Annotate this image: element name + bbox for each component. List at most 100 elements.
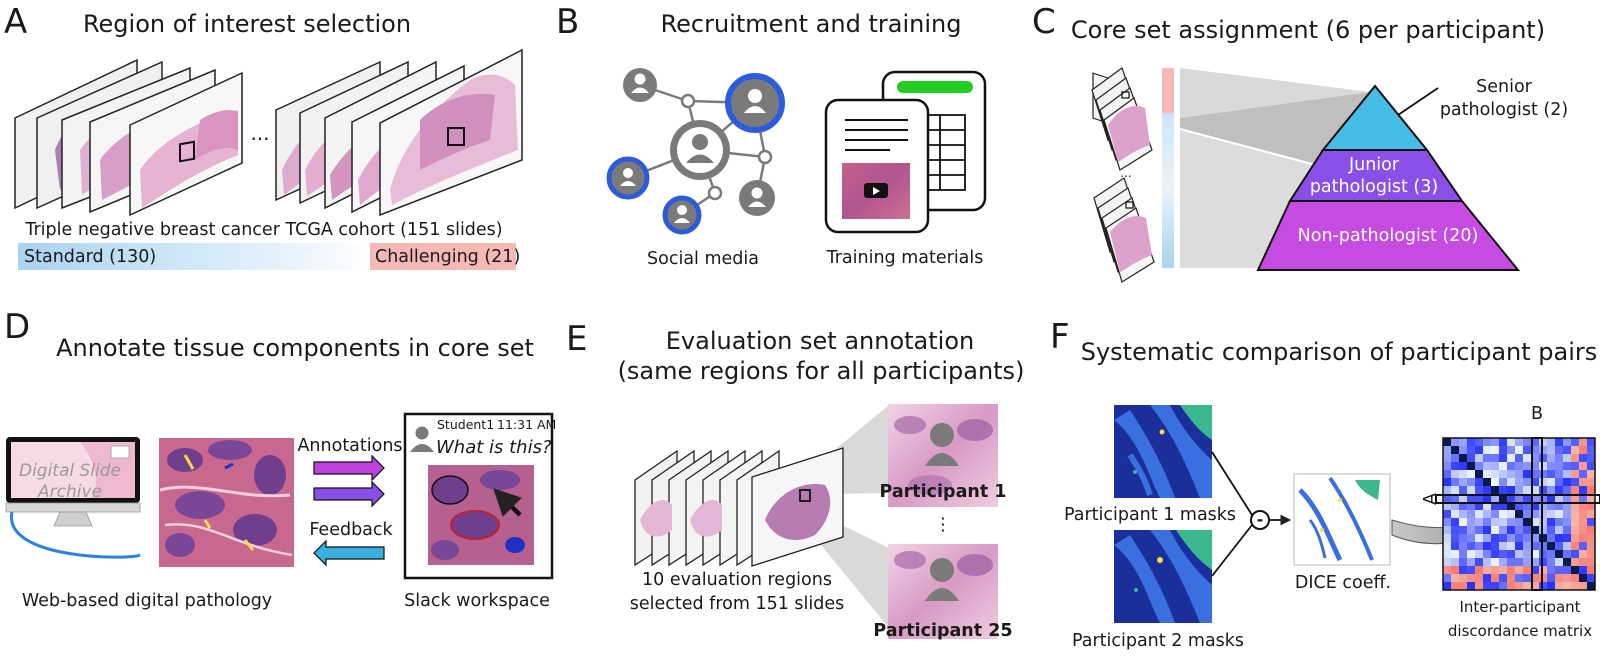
matrix-cell	[1555, 478, 1564, 487]
matrix-cell	[1571, 478, 1580, 487]
matrix-cell	[1499, 534, 1508, 543]
panel-b: B Recruitment and training	[556, 2, 987, 269]
matrix-cell	[1587, 574, 1596, 583]
matrix-cell	[1515, 462, 1524, 471]
matrix-row-a-highlight	[1435, 494, 1600, 504]
matrix-cell	[1499, 550, 1508, 559]
matrix-cell	[1467, 470, 1476, 479]
matrix-cell	[1507, 542, 1516, 551]
matrix-cell	[1491, 438, 1500, 447]
matrix-cell	[1563, 566, 1572, 575]
matrix-cell	[1507, 502, 1516, 511]
matrix-cell	[1539, 478, 1548, 487]
matrix-cell	[1531, 510, 1540, 519]
matrix-cell	[1571, 582, 1580, 591]
matrix-cell	[1507, 470, 1516, 479]
matrix-cell	[1587, 470, 1596, 479]
matrix-cell	[1531, 574, 1540, 583]
matrix-cell	[1555, 510, 1564, 519]
panel-c-letter: C	[1032, 2, 1056, 42]
matrix-cell	[1523, 550, 1532, 559]
subtract-symbol: -	[1257, 510, 1264, 529]
participant-25-label: Participant 25	[873, 621, 1012, 641]
matrix-cell	[1483, 438, 1492, 447]
matrix-cell	[1459, 566, 1468, 575]
participant-1-label: Participant 1	[880, 482, 1007, 502]
matrix-cell	[1523, 470, 1532, 479]
annotations-label: Annotations	[297, 436, 402, 456]
matrix-cell	[1531, 526, 1540, 535]
participant-2-mask-label: Participant 2 masks	[1072, 631, 1244, 651]
matrix-cell	[1443, 494, 1452, 503]
matrix-cell	[1475, 550, 1484, 559]
matrix-cell	[1571, 542, 1580, 551]
matrix-cell	[1539, 574, 1548, 583]
computer-monitor-icon: Digital Slide Archive	[5, 437, 141, 559]
matrix-cell	[1539, 550, 1548, 559]
matrix-cell	[1563, 470, 1572, 479]
matrix-cell	[1587, 558, 1596, 567]
matrix-cell	[1555, 550, 1564, 559]
matrix-cell	[1515, 526, 1524, 535]
panel-f-letter: F	[1050, 317, 1070, 357]
matrix-cell	[1579, 510, 1588, 519]
chat-message: What is this?	[436, 437, 552, 458]
matrix-cell	[1499, 486, 1508, 495]
matrix-cell	[1515, 470, 1524, 479]
matrix-cell	[1467, 438, 1476, 447]
participant-1-region: Participant 1	[880, 404, 1007, 507]
matrix-cell	[1507, 454, 1516, 463]
matrix-cell	[1467, 454, 1476, 463]
annotations-arrow-1	[313, 454, 385, 482]
matrix-cell	[1467, 462, 1476, 471]
matrix-cell	[1563, 502, 1572, 511]
matrix-cell	[1563, 510, 1572, 519]
matrix-cell	[1475, 582, 1484, 591]
matrix-cell	[1539, 526, 1548, 535]
matrix-cell	[1483, 494, 1492, 503]
matrix-cell	[1515, 486, 1524, 495]
network-nodes	[606, 68, 785, 235]
dice-difference-image	[1293, 473, 1391, 566]
matrix-cell	[1531, 582, 1540, 591]
matrix-cell	[1443, 438, 1452, 447]
matrix-cell	[1467, 518, 1476, 527]
matrix-cell	[1499, 510, 1508, 519]
matrix-cell	[1491, 454, 1500, 463]
matrix-cell	[1515, 582, 1524, 591]
matrix-cell	[1451, 510, 1460, 519]
matrix-cell	[1547, 566, 1556, 575]
matrix-cell	[1547, 510, 1556, 519]
matrix-cell	[1491, 470, 1500, 479]
matrix-cell	[1443, 510, 1452, 519]
challenging-label: Challenging (21)	[375, 247, 520, 267]
matrix-cell	[1467, 526, 1476, 535]
matrix-cell	[1523, 486, 1532, 495]
discordance-matrix	[1443, 438, 1596, 591]
matrix-cell	[1499, 446, 1508, 455]
matrix-cell	[1443, 502, 1452, 511]
matrix-cell	[1571, 454, 1580, 463]
matrix-row-a-label: A	[1421, 493, 1441, 505]
matrix-cell	[1483, 486, 1492, 495]
challenging-bar	[370, 243, 516, 270]
panel-c-ellipsis: ...	[1120, 166, 1131, 180]
matrix-cell	[1483, 518, 1492, 527]
matrix-cell	[1523, 558, 1532, 567]
matrix-cell	[1443, 526, 1452, 535]
panel-c-title: Core set assignment (6 per participant)	[1071, 16, 1545, 44]
matrix-cell	[1475, 534, 1484, 543]
matrix-cell	[1579, 486, 1588, 495]
matrix-cell	[1451, 534, 1460, 543]
panel-a-letter: A	[4, 2, 27, 42]
matrix-column-b-label: B	[1531, 404, 1543, 424]
standard-bar	[18, 243, 370, 270]
matrix-cell	[1571, 470, 1580, 479]
matrix-cell	[1443, 566, 1452, 575]
matrix-cell	[1515, 574, 1524, 583]
matrix-cell	[1515, 518, 1524, 527]
matrix-cell	[1467, 486, 1476, 495]
participant-25-region: Participant 25	[873, 544, 1013, 641]
matrix-cell	[1587, 438, 1596, 447]
matrix-cell	[1587, 526, 1596, 535]
